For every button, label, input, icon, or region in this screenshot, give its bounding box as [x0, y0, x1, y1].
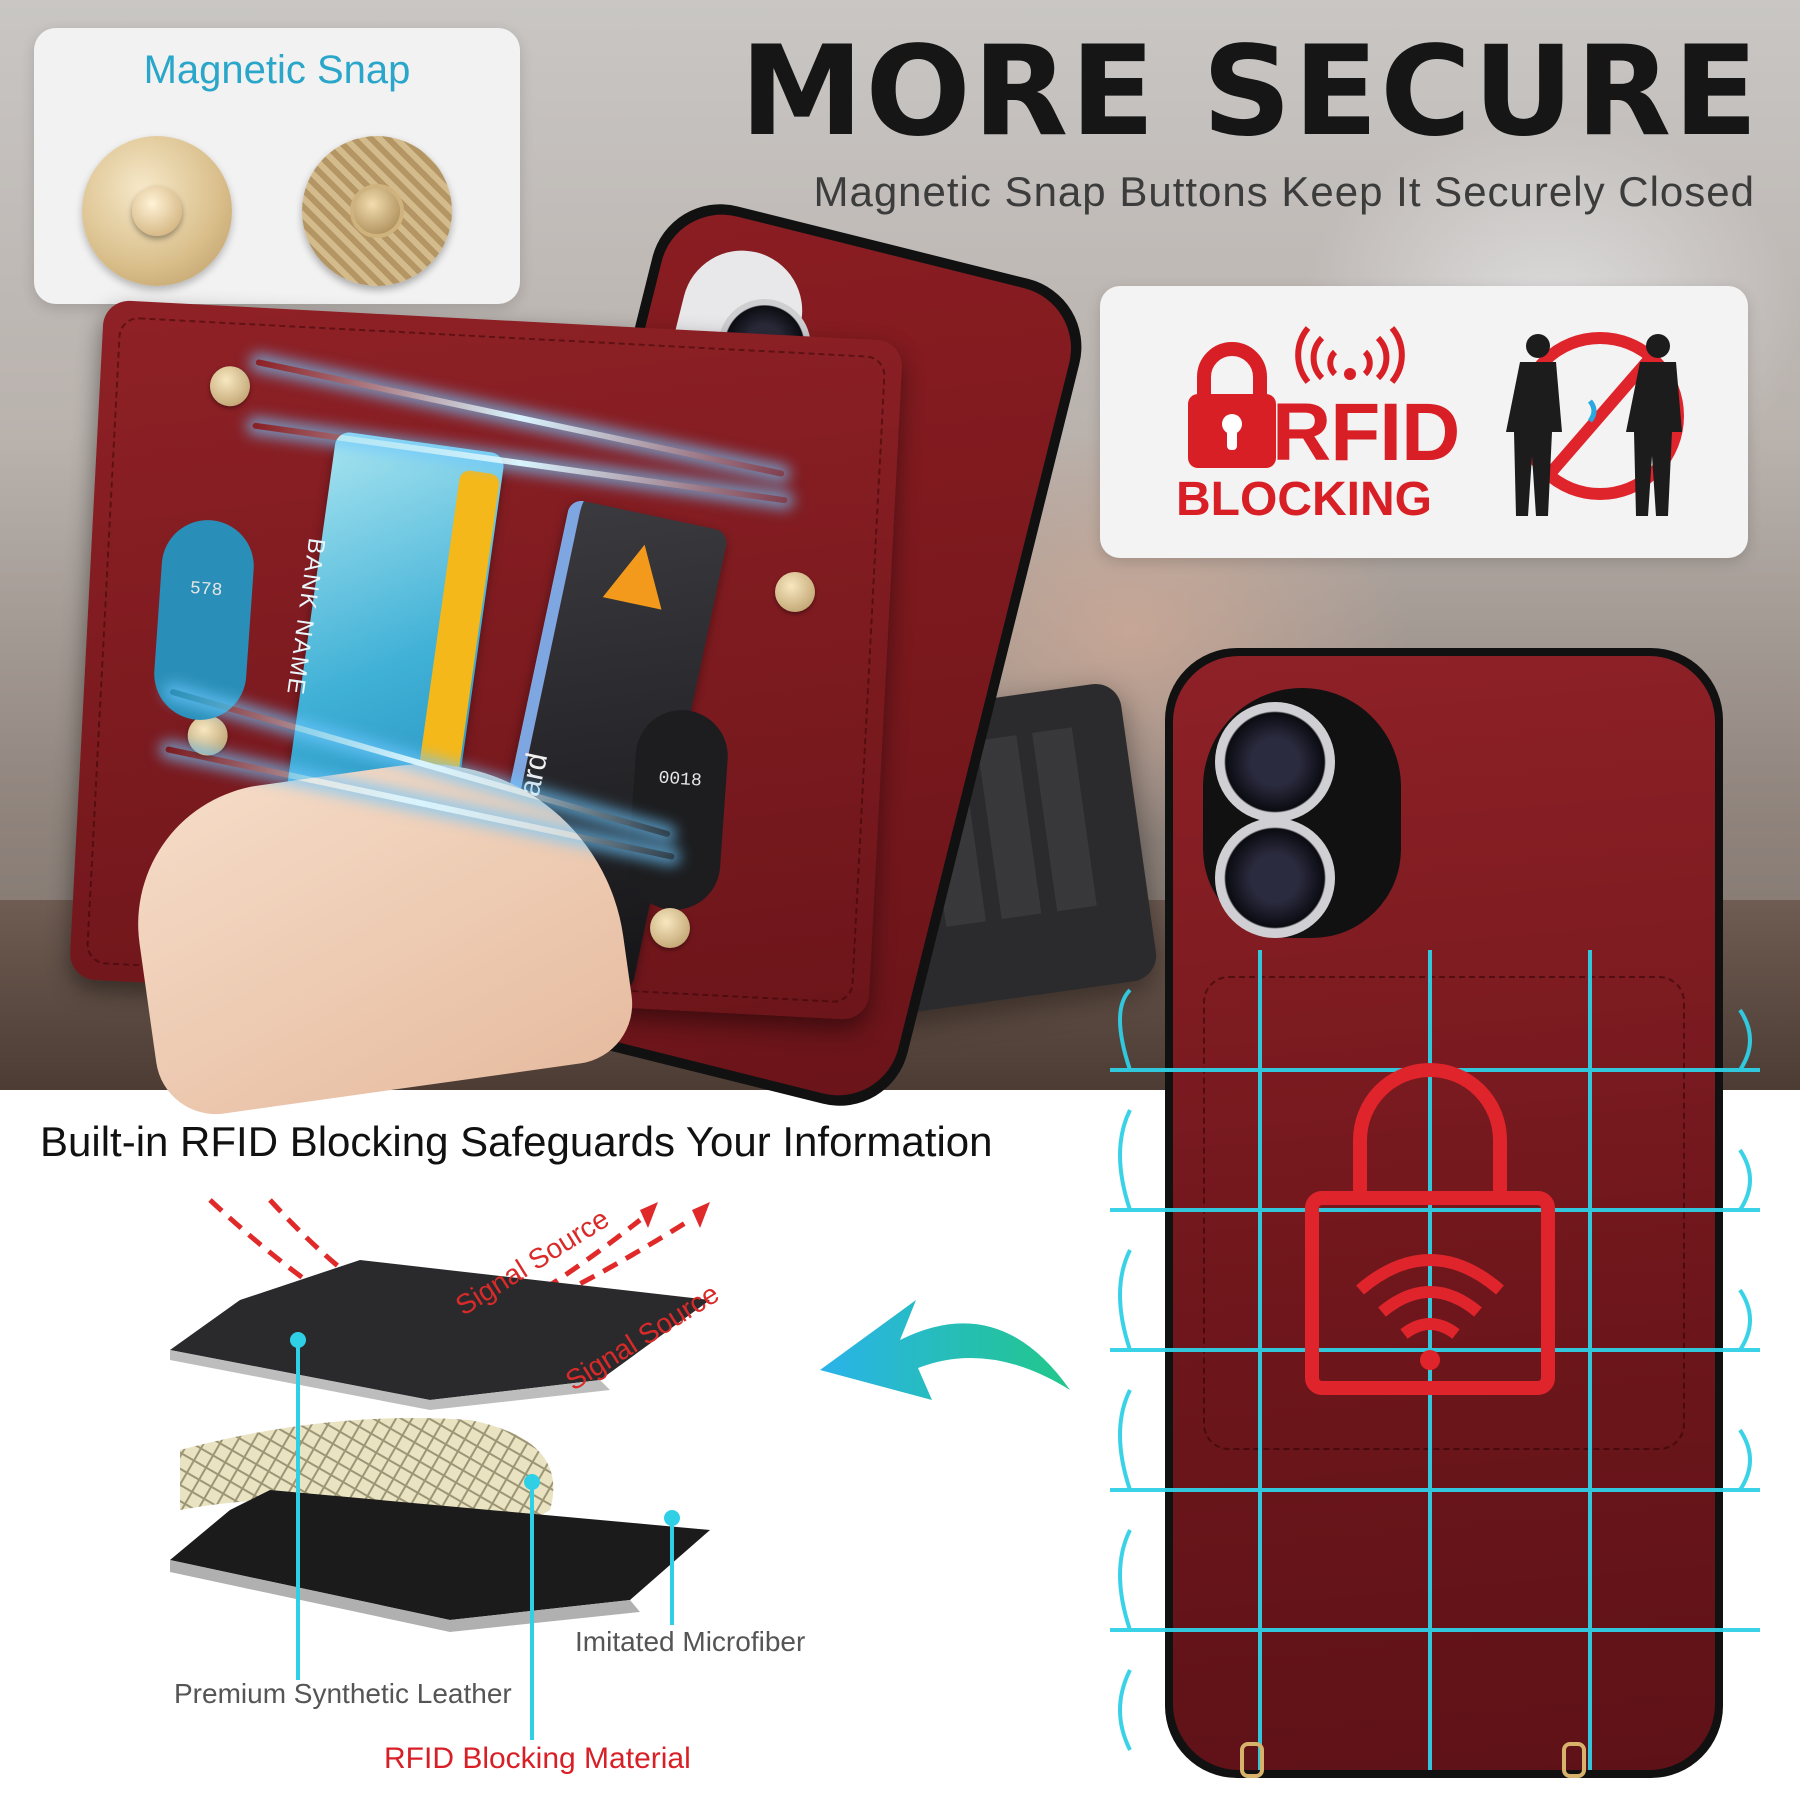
- rfid-lock-wifi-icon: [1305, 1063, 1555, 1395]
- camera-lens-icon: [1215, 702, 1335, 822]
- lanyard-ring-icon: [1240, 1742, 1264, 1778]
- magnetic-snap-panel: Magnetic Snap: [34, 28, 520, 304]
- camera-lens-icon: [1215, 818, 1335, 938]
- blocking-label: BLOCKING: [1176, 473, 1432, 526]
- layer-label-rfid: RFID Blocking Material: [384, 1742, 691, 1775]
- signal-waves-icon: [1295, 326, 1405, 384]
- lanyard-ring-icon: [1562, 1742, 1586, 1778]
- material-layers-diagram: [170, 1198, 710, 1740]
- card-digits-left: 578: [189, 578, 223, 602]
- no-card-skimming-icon: [1506, 332, 1684, 516]
- card-pocket: [1203, 976, 1685, 1450]
- rfid-label: RFID: [1272, 387, 1460, 478]
- camera-module: [1203, 688, 1401, 938]
- card-digits-right: 0018: [657, 768, 703, 792]
- rfid-blocking-panel: RFID BLOCKING: [1100, 286, 1748, 558]
- case-leather-back: [1173, 656, 1715, 1770]
- rfid-section-title: Built-in RFID Blocking Safeguards Your I…: [40, 1118, 993, 1165]
- card-logo-triangle-icon: [602, 538, 674, 610]
- magnetic-snap-icon: [775, 572, 815, 612]
- snap-button-male-icon: [82, 136, 232, 286]
- card-window-right: 0018: [625, 707, 731, 913]
- card-window-left: 578: [151, 517, 257, 723]
- curved-arrow-icon: [820, 1300, 1070, 1400]
- layer-label-leather: Premium Synthetic Leather: [174, 1678, 512, 1709]
- padlock-icon: [1188, 342, 1276, 468]
- page-title: MORE SECURE: [739, 20, 1760, 164]
- page-subtitle: Magnetic Snap Buttons Keep It Securely C…: [813, 168, 1755, 215]
- layer-label-microfiber: Imitated Microfiber: [575, 1626, 806, 1657]
- snap-button-female-icon: [302, 136, 452, 286]
- rfid-shield-grid: [1110, 950, 1760, 1770]
- snap-panel-title: Magnetic Snap: [143, 48, 411, 92]
- magnetic-snap-icon: [650, 908, 690, 948]
